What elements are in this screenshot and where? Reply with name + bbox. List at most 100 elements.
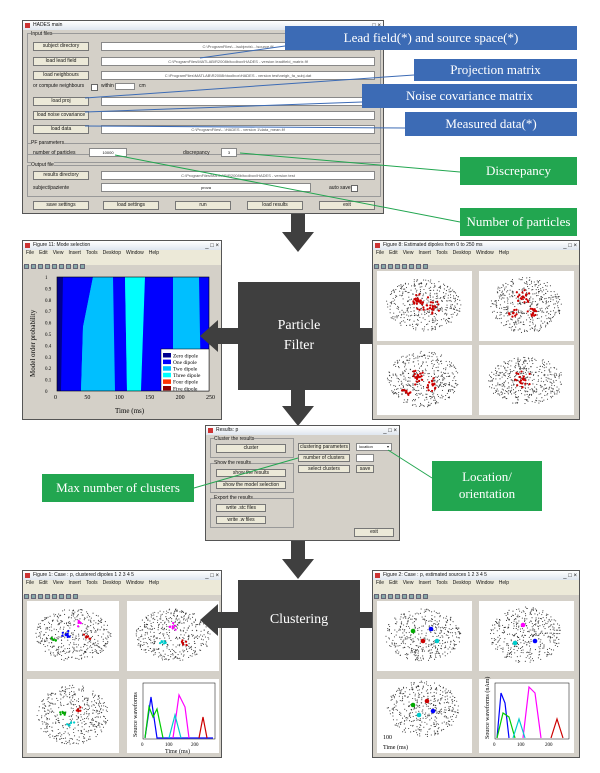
save-icon[interactable] — [38, 594, 43, 599]
menu-file[interactable]: File — [376, 250, 385, 256]
open-icon[interactable] — [381, 264, 386, 269]
window-controls-icon[interactable]: _ □ × — [205, 573, 219, 579]
show-results-button[interactable]: show the results — [216, 469, 286, 477]
open-icon[interactable] — [31, 264, 36, 269]
menu-file[interactable]: File — [376, 580, 385, 586]
data-path[interactable]: C:\ProgramFiles\...\HADES - version 1\da… — [101, 125, 375, 134]
menu-edit[interactable]: Edit — [389, 250, 398, 256]
menu-insert[interactable]: Insert — [418, 250, 431, 256]
zoom-in-icon[interactable] — [52, 594, 57, 599]
results-path[interactable]: C:\ProgramFiles\MATLAB\R2008b\toolbox\HA… — [101, 171, 375, 180]
noise-cov-path[interactable] — [101, 111, 375, 120]
load-proj-button[interactable]: load proj — [33, 97, 89, 106]
zoom-out-icon[interactable] — [409, 264, 414, 269]
rotate-icon[interactable] — [423, 264, 428, 269]
save-icon[interactable] — [388, 594, 393, 599]
menu-window[interactable]: Window — [125, 250, 144, 256]
load-lead-field-button[interactable]: load lead field — [33, 57, 89, 66]
menu-insert[interactable]: Insert — [418, 580, 431, 586]
within-field[interactable] — [115, 83, 135, 90]
menu-tools[interactable]: Tools — [435, 250, 448, 256]
rotate-icon[interactable] — [73, 264, 78, 269]
pan-icon[interactable] — [66, 594, 71, 599]
pan-icon[interactable] — [66, 264, 71, 269]
menu-tools[interactable]: Tools — [85, 580, 98, 586]
zoom-in-icon[interactable] — [52, 264, 57, 269]
menu-desktop[interactable]: Desktop — [102, 250, 121, 256]
results-exit-button[interactable]: exit — [354, 528, 394, 537]
discrepancy-field[interactable]: 3 — [221, 148, 237, 157]
new-icon[interactable] — [24, 264, 29, 269]
new-icon[interactable] — [24, 594, 29, 599]
menu-edit[interactable]: Edit — [389, 580, 398, 586]
menu-desktop[interactable]: Desktop — [452, 580, 471, 586]
run-button[interactable]: run — [175, 201, 231, 210]
new-icon[interactable] — [374, 594, 379, 599]
save-icon[interactable] — [388, 264, 393, 269]
menu-window[interactable]: Window — [125, 580, 144, 586]
cluster-button[interactable]: cluster — [216, 444, 286, 453]
menu-desktop[interactable]: Desktop — [452, 250, 471, 256]
menu-view[interactable]: View — [402, 250, 414, 256]
select-clusters-button[interactable]: select clusters — [298, 465, 350, 473]
menu-help[interactable]: Help — [498, 580, 510, 586]
menu-file[interactable]: File — [26, 250, 35, 256]
show-model-selection-button[interactable]: show the model selection — [216, 481, 286, 489]
menu-help[interactable]: Help — [148, 580, 160, 586]
number-of-clusters-field[interactable] — [356, 454, 374, 462]
menu-window[interactable]: Window — [475, 580, 494, 586]
menu-insert[interactable]: Insert — [68, 250, 81, 256]
save-settings-button[interactable]: save settings — [33, 201, 89, 210]
rotate-icon[interactable] — [423, 594, 428, 599]
menu-insert[interactable]: Insert — [68, 580, 81, 586]
save-icon[interactable] — [38, 264, 43, 269]
zoom-in-icon[interactable] — [402, 264, 407, 269]
subject-field[interactable]: prova — [101, 183, 311, 192]
window-controls-icon[interactable]: _ □ × — [563, 573, 577, 579]
zoom-out-icon[interactable] — [59, 594, 64, 599]
menu-view[interactable]: View — [402, 580, 414, 586]
window-controls-icon[interactable]: _ □ × — [383, 428, 397, 434]
load-results-button[interactable]: load results — [247, 201, 303, 210]
zoom-in-icon[interactable] — [402, 594, 407, 599]
menu-help[interactable]: Help — [498, 250, 510, 256]
datacursor-icon[interactable] — [80, 264, 85, 269]
menu-view[interactable]: View — [52, 580, 64, 586]
location-select[interactable]: location ▾ — [356, 443, 392, 451]
autosave-checkbox[interactable] — [351, 185, 358, 192]
zoom-out-icon[interactable] — [409, 594, 414, 599]
load-neighbours-button[interactable]: load neighbours — [33, 71, 89, 80]
print-icon[interactable] — [395, 264, 400, 269]
window-controls-icon[interactable]: _ □ × — [563, 243, 577, 249]
proj-path[interactable] — [101, 97, 375, 106]
menu-help[interactable]: Help — [148, 250, 160, 256]
rotate-icon[interactable] — [73, 594, 78, 599]
menu-file[interactable]: File — [26, 580, 35, 586]
menu-tools[interactable]: Tools — [435, 580, 448, 586]
menu-edit[interactable]: Edit — [39, 580, 48, 586]
write-stc-button[interactable]: write .stc files — [216, 504, 266, 512]
compute-checkbox[interactable] — [91, 84, 98, 91]
print-icon[interactable] — [45, 594, 50, 599]
exit-button[interactable]: exit — [319, 201, 375, 210]
pan-icon[interactable] — [416, 264, 421, 269]
menu-desktop[interactable]: Desktop — [102, 580, 121, 586]
neighbours-path[interactable]: C:\ProgramFiles\MATLAB\R2008b\toolbox\HA… — [101, 71, 375, 80]
menu-tools[interactable]: Tools — [85, 250, 98, 256]
menu-view[interactable]: View — [52, 250, 64, 256]
load-settings-button[interactable]: load settings — [103, 201, 159, 210]
write-w-button[interactable]: write .w files — [216, 516, 266, 524]
results-directory-button[interactable]: results directory — [33, 171, 89, 180]
particles-field[interactable]: 10000 — [89, 148, 127, 157]
menu-window[interactable]: Window — [475, 250, 494, 256]
zoom-out-icon[interactable] — [59, 264, 64, 269]
new-icon[interactable] — [374, 264, 379, 269]
print-icon[interactable] — [395, 594, 400, 599]
subject-directory-button[interactable]: subject directory — [33, 42, 89, 51]
lead-field-path[interactable]: C:\ProgramFiles\MATLAB\R2008b\toolbox\HA… — [101, 57, 375, 66]
load-data-button[interactable]: load data — [33, 125, 89, 134]
window-controls-icon[interactable]: _ □ × — [205, 243, 219, 249]
load-noise-covariance-button[interactable]: load noise covariance — [33, 111, 89, 120]
print-icon[interactable] — [45, 264, 50, 269]
menu-edit[interactable]: Edit — [39, 250, 48, 256]
